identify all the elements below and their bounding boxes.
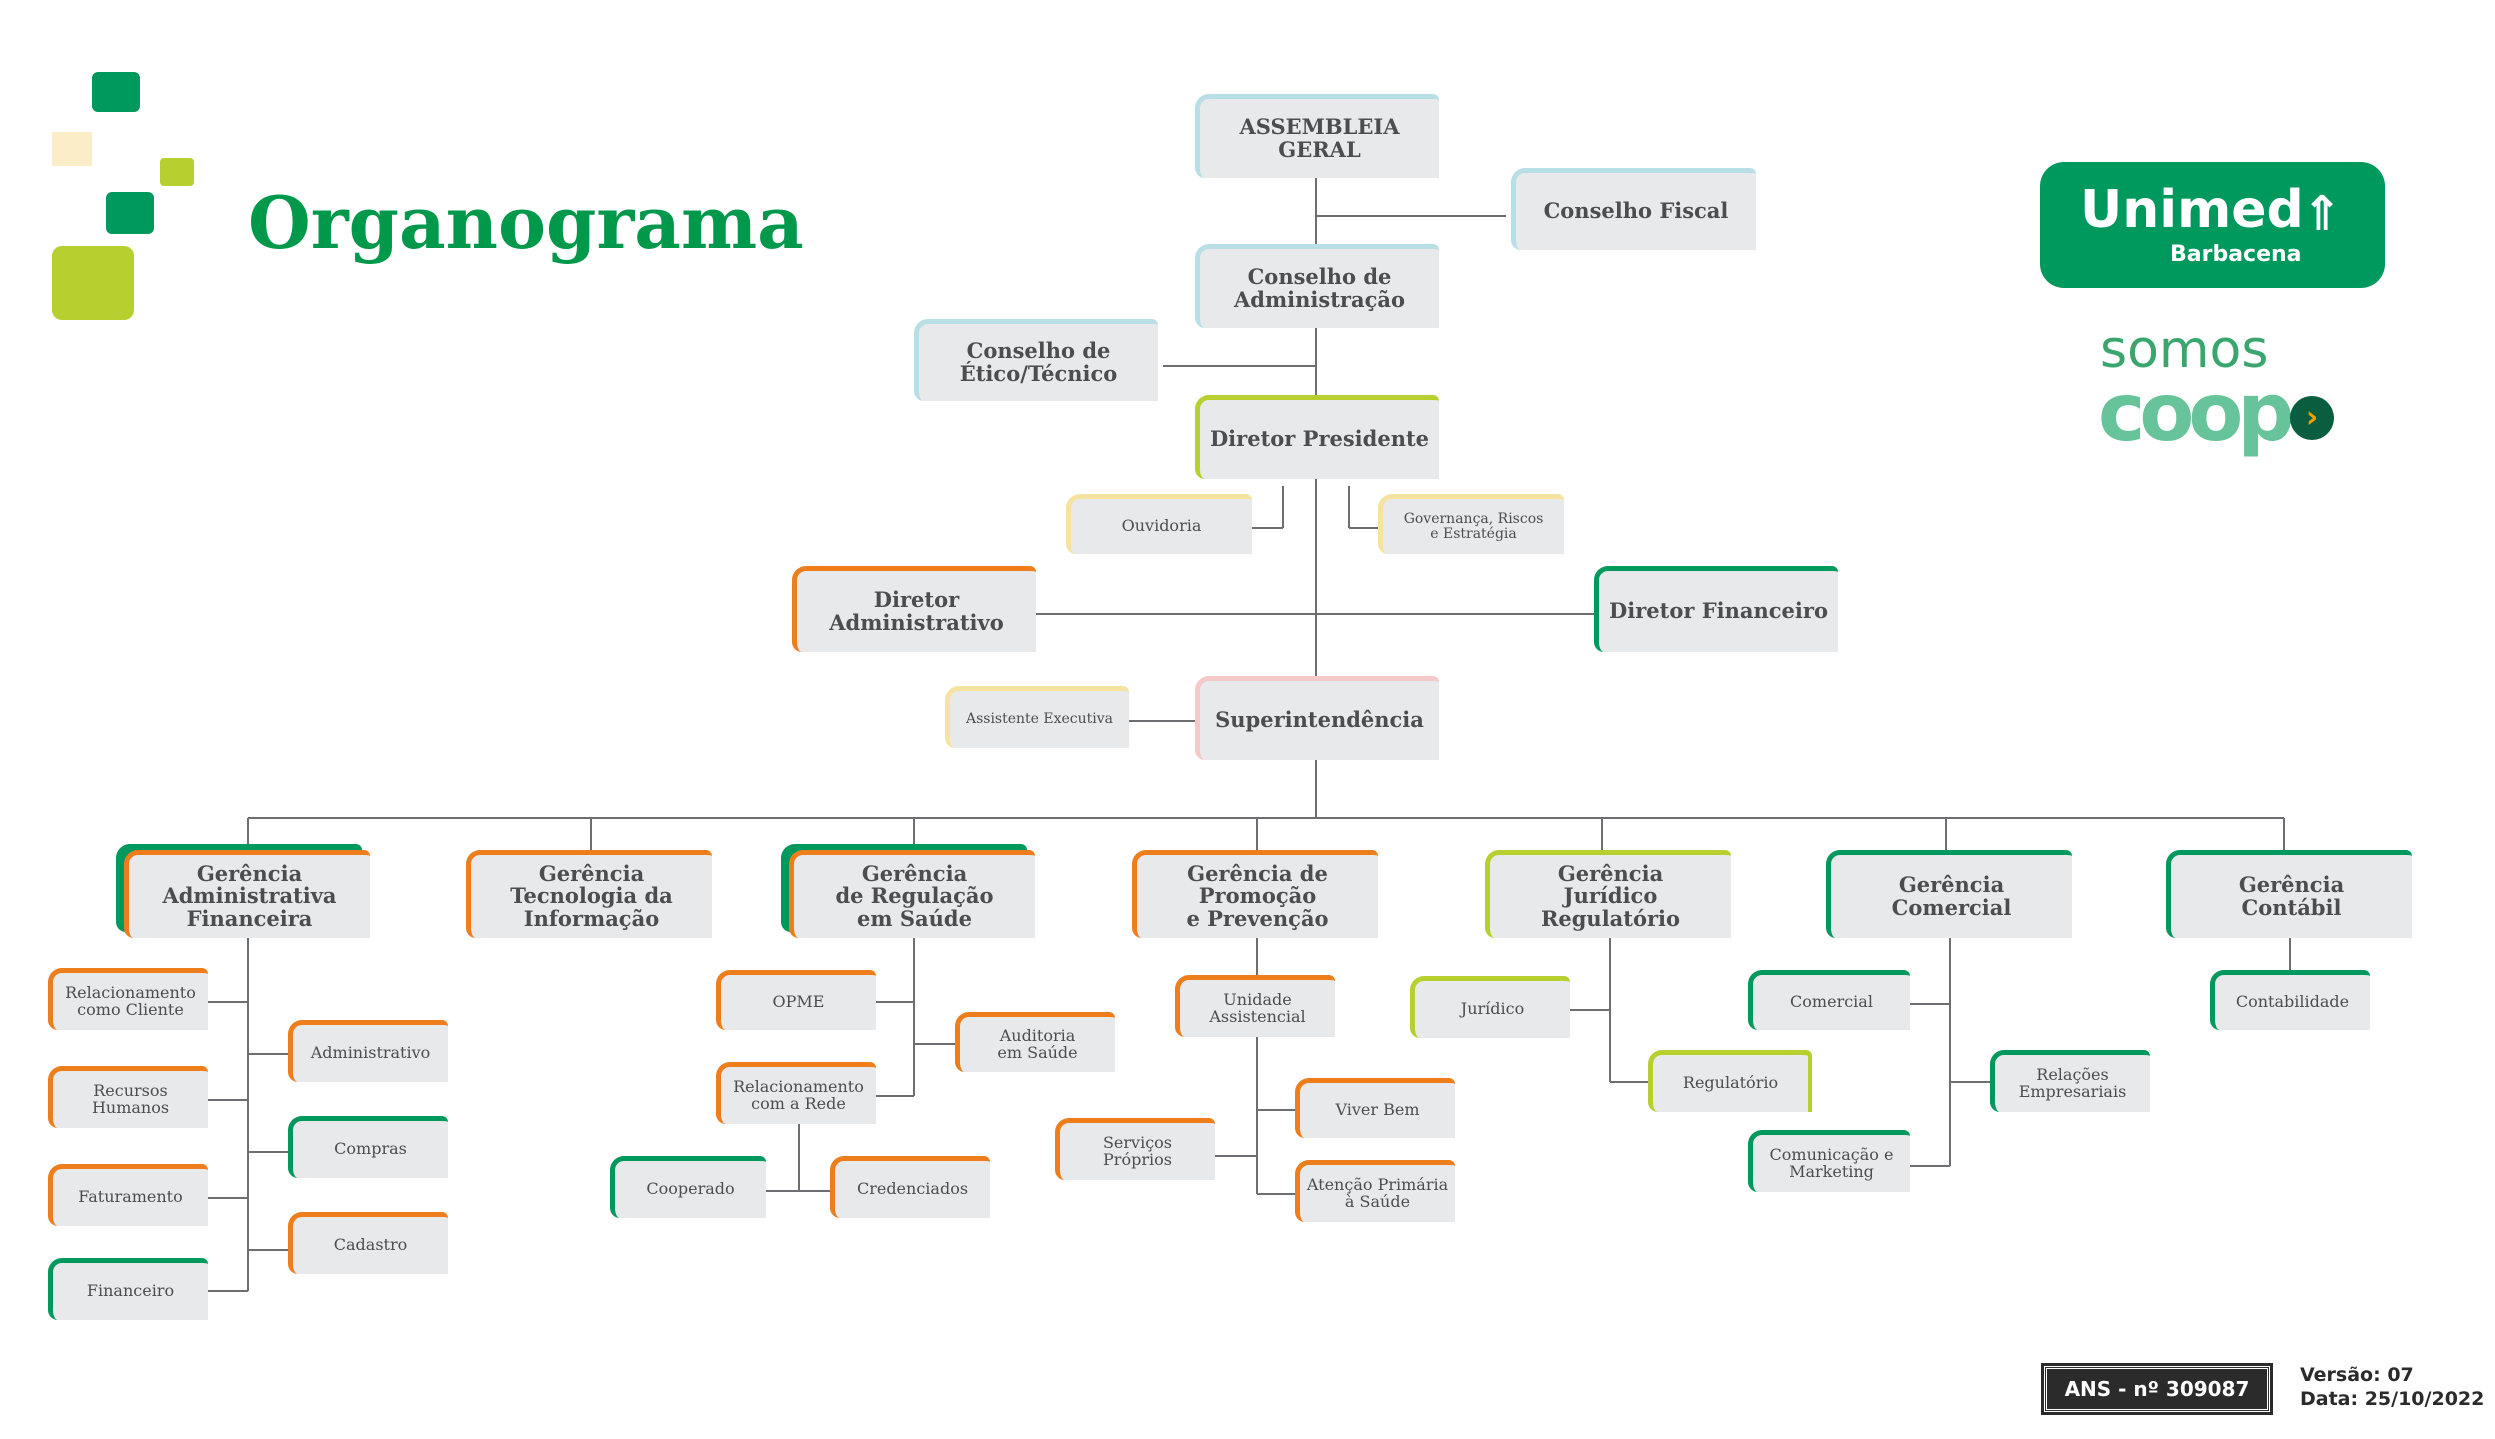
node-juridico: Jurídico bbox=[1410, 976, 1570, 1038]
node-conselho-fiscal: Conselho Fiscal bbox=[1511, 168, 1756, 250]
logo-name: Unimed bbox=[2080, 180, 2304, 240]
node-financeiro: Financeiro bbox=[48, 1258, 208, 1320]
node-credenciados: Credenciados bbox=[830, 1156, 990, 1218]
node-atencao-primaria: Atenção Primária à Saúde bbox=[1295, 1160, 1455, 1222]
node-cooperado: Cooperado bbox=[610, 1156, 766, 1218]
logo-mark-square-3 bbox=[160, 158, 194, 186]
node-gerencia-regulacao: Gerência de Regulação em Saúde bbox=[789, 850, 1035, 938]
logo-mark-square-2 bbox=[52, 132, 92, 166]
node-cadastro: Cadastro bbox=[288, 1212, 448, 1274]
node-comercial: Comercial bbox=[1748, 970, 1910, 1030]
node-assistente-executiva: Assistente Executiva bbox=[945, 686, 1129, 748]
page-title: Organograma bbox=[248, 180, 804, 265]
node-conselho-administracao: Conselho de Administração bbox=[1195, 244, 1439, 328]
ans-badge: ANS - nº 309087 bbox=[2041, 1363, 2273, 1415]
date-label: Data: 25/10/2022 bbox=[2300, 1388, 2485, 1410]
node-gerencia-comercial: Gerência Comercial bbox=[1826, 850, 2072, 938]
node-gerencia-contabil: Gerência Contábil bbox=[2166, 850, 2412, 938]
node-administrativo: Administrativo bbox=[288, 1020, 448, 1082]
node-superintendencia: Superintendência bbox=[1195, 676, 1439, 760]
tree-icon: ⇑ bbox=[2302, 186, 2343, 242]
node-diretor-financeiro: Diretor Financeiro bbox=[1594, 566, 1838, 652]
logo-mark-square-1 bbox=[92, 72, 140, 112]
logo-mark-square-4 bbox=[106, 192, 154, 234]
node-gerencia-adm-fin: Gerência Administrativa Financeira bbox=[124, 850, 370, 938]
node-faturamento: Faturamento bbox=[48, 1164, 208, 1226]
coop-text: coop bbox=[2098, 366, 2295, 459]
node-relacionamento-rede: Relacionamento com a Rede bbox=[716, 1062, 876, 1124]
version-label: Versão: 07 bbox=[2300, 1364, 2414, 1386]
arrow-icon: › bbox=[2290, 396, 2334, 440]
node-diretor-administrativo: Diretor Administrativo bbox=[792, 566, 1036, 652]
node-viver-bem: Viver Bem bbox=[1295, 1078, 1455, 1138]
node-assembleia-geral: ASSEMBLEIA GERAL bbox=[1195, 94, 1439, 178]
node-unidade-assistencial: Unidade Assistencial bbox=[1175, 975, 1335, 1037]
node-comunicacao-marketing: Comunicação e Marketing bbox=[1748, 1130, 1910, 1192]
node-gerencia-promocao: Gerência de Promoção e Prevenção bbox=[1132, 850, 1378, 938]
node-relacionamento-cliente: Relacionamento como Cliente bbox=[48, 968, 208, 1030]
node-regulatorio: Regulatório bbox=[1648, 1050, 1808, 1112]
logo-city: Barbacena bbox=[2170, 242, 2302, 267]
node-opme: OPME bbox=[716, 970, 876, 1030]
node-gerencia-juridico: Gerência Jurídico Regulatório bbox=[1485, 850, 1731, 938]
node-compras: Compras bbox=[288, 1116, 448, 1178]
node-recursos-humanos: Recursos Humanos bbox=[48, 1066, 208, 1128]
node-diretor-presidente: Diretor Presidente bbox=[1195, 395, 1439, 479]
node-contabilidade: Contabilidade bbox=[2210, 970, 2370, 1030]
node-governanca: Governança, Riscos e Estratégia bbox=[1378, 494, 1564, 554]
unimed-logo: Unimed ⇑ Barbacena bbox=[2040, 162, 2385, 288]
node-conselho-etico: Conselho de Ético/Técnico bbox=[914, 319, 1158, 401]
node-ouvidoria: Ouvidoria bbox=[1066, 494, 1252, 554]
node-relacoes-empresariais: Relações Empresariais bbox=[1990, 1050, 2150, 1112]
node-gerencia-ti: Gerência Tecnologia da Informação bbox=[466, 850, 712, 938]
somos-text: somos bbox=[2100, 320, 2269, 380]
node-auditoria-saude: Auditoria em Saúde bbox=[955, 1012, 1115, 1072]
node-servicos-proprios: Serviços Próprios bbox=[1055, 1118, 1215, 1180]
logo-mark-square-5 bbox=[52, 246, 134, 320]
